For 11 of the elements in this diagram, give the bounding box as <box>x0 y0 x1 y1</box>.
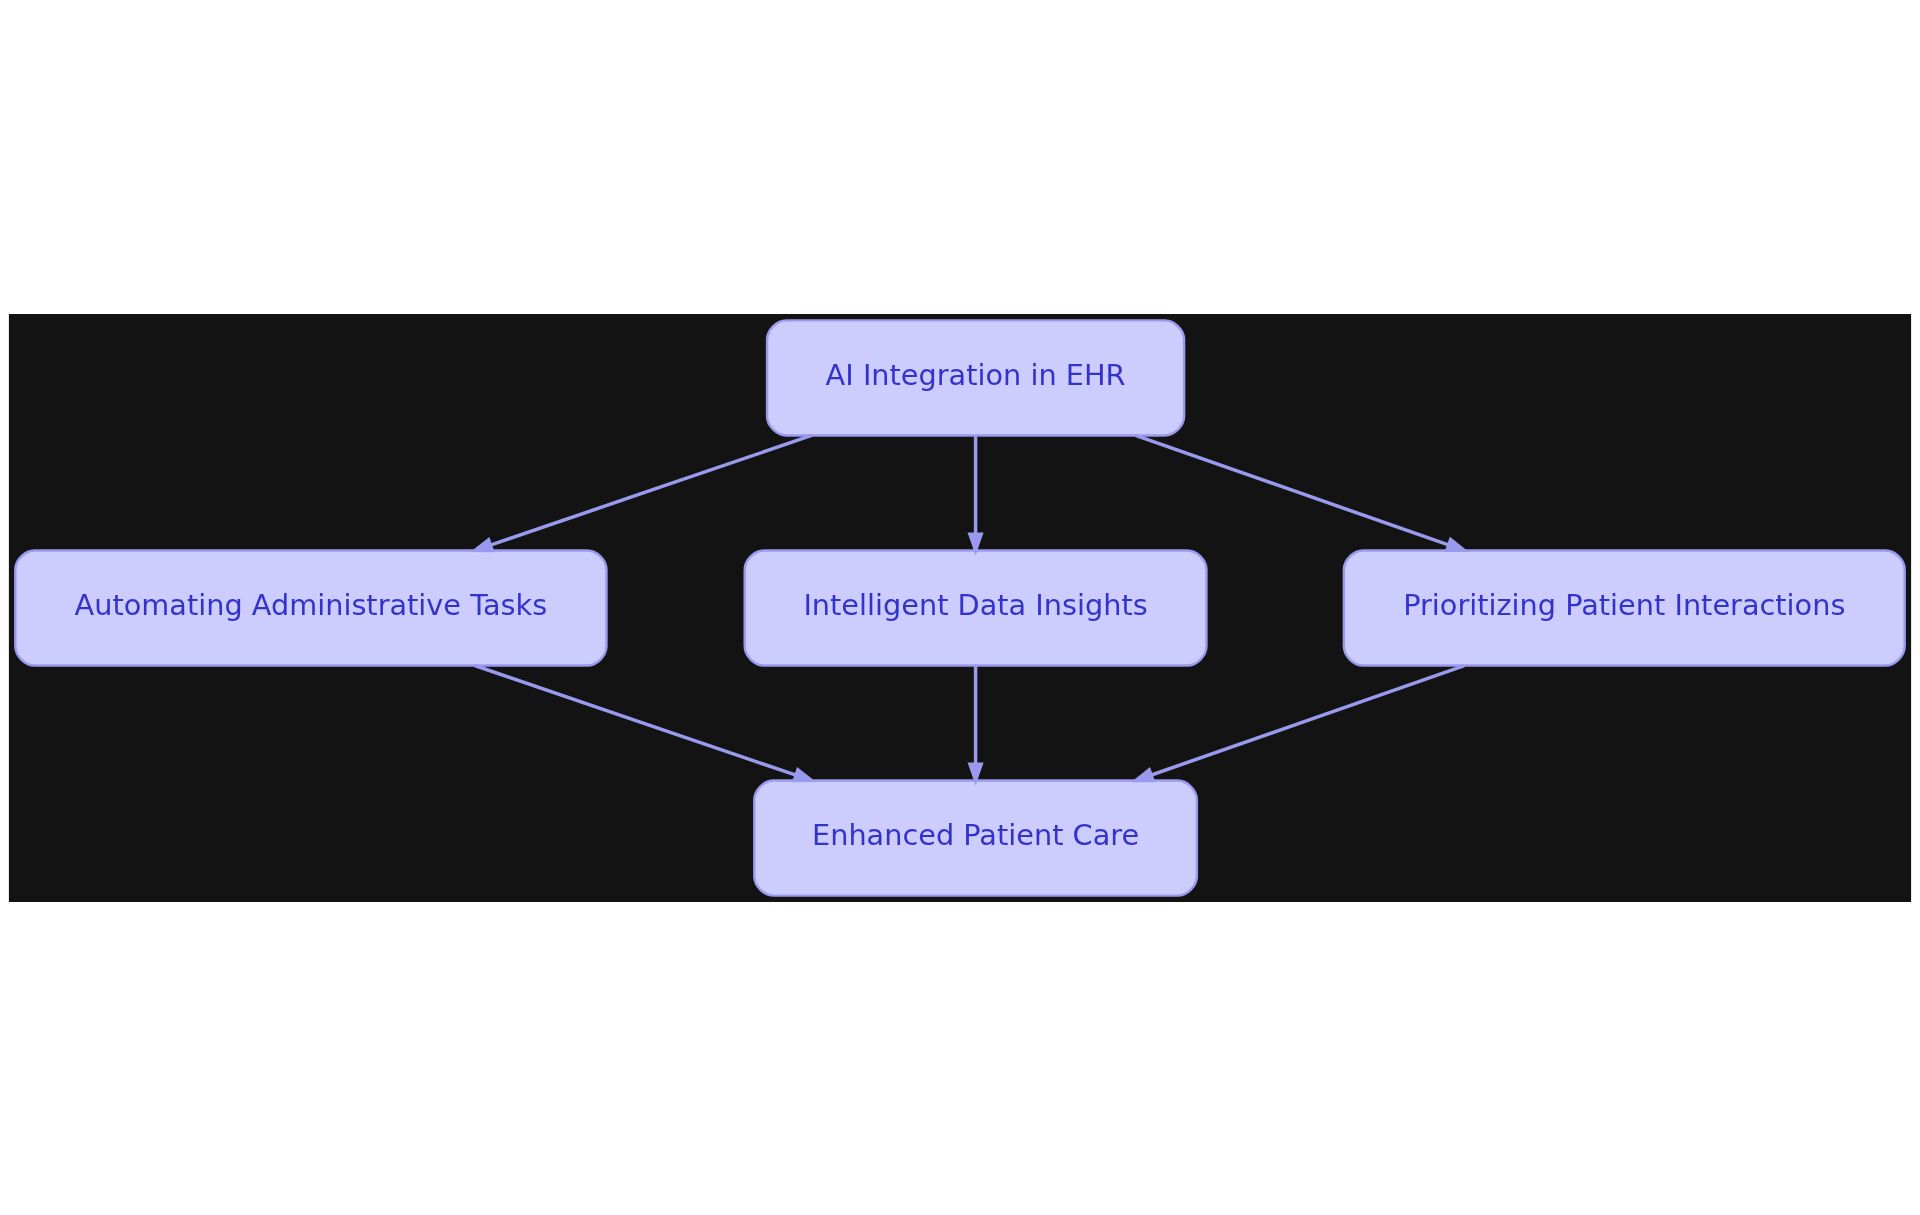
arrow <box>967 665 984 786</box>
node-box: Automating Administrative Tasks <box>14 548 608 667</box>
arrow <box>1134 433 1469 552</box>
arrow <box>967 435 984 555</box>
node-box: Prioritizing Patient Interactions <box>1342 548 1906 667</box>
node-box: Enhanced Patient Care <box>753 778 1199 897</box>
arrow <box>474 663 817 782</box>
node-box: AI Integration in EHR <box>765 318 1186 437</box>
arrow <box>1130 663 1465 782</box>
arrow <box>470 433 813 552</box>
node-box: Intelligent Data Insights <box>743 548 1208 667</box>
